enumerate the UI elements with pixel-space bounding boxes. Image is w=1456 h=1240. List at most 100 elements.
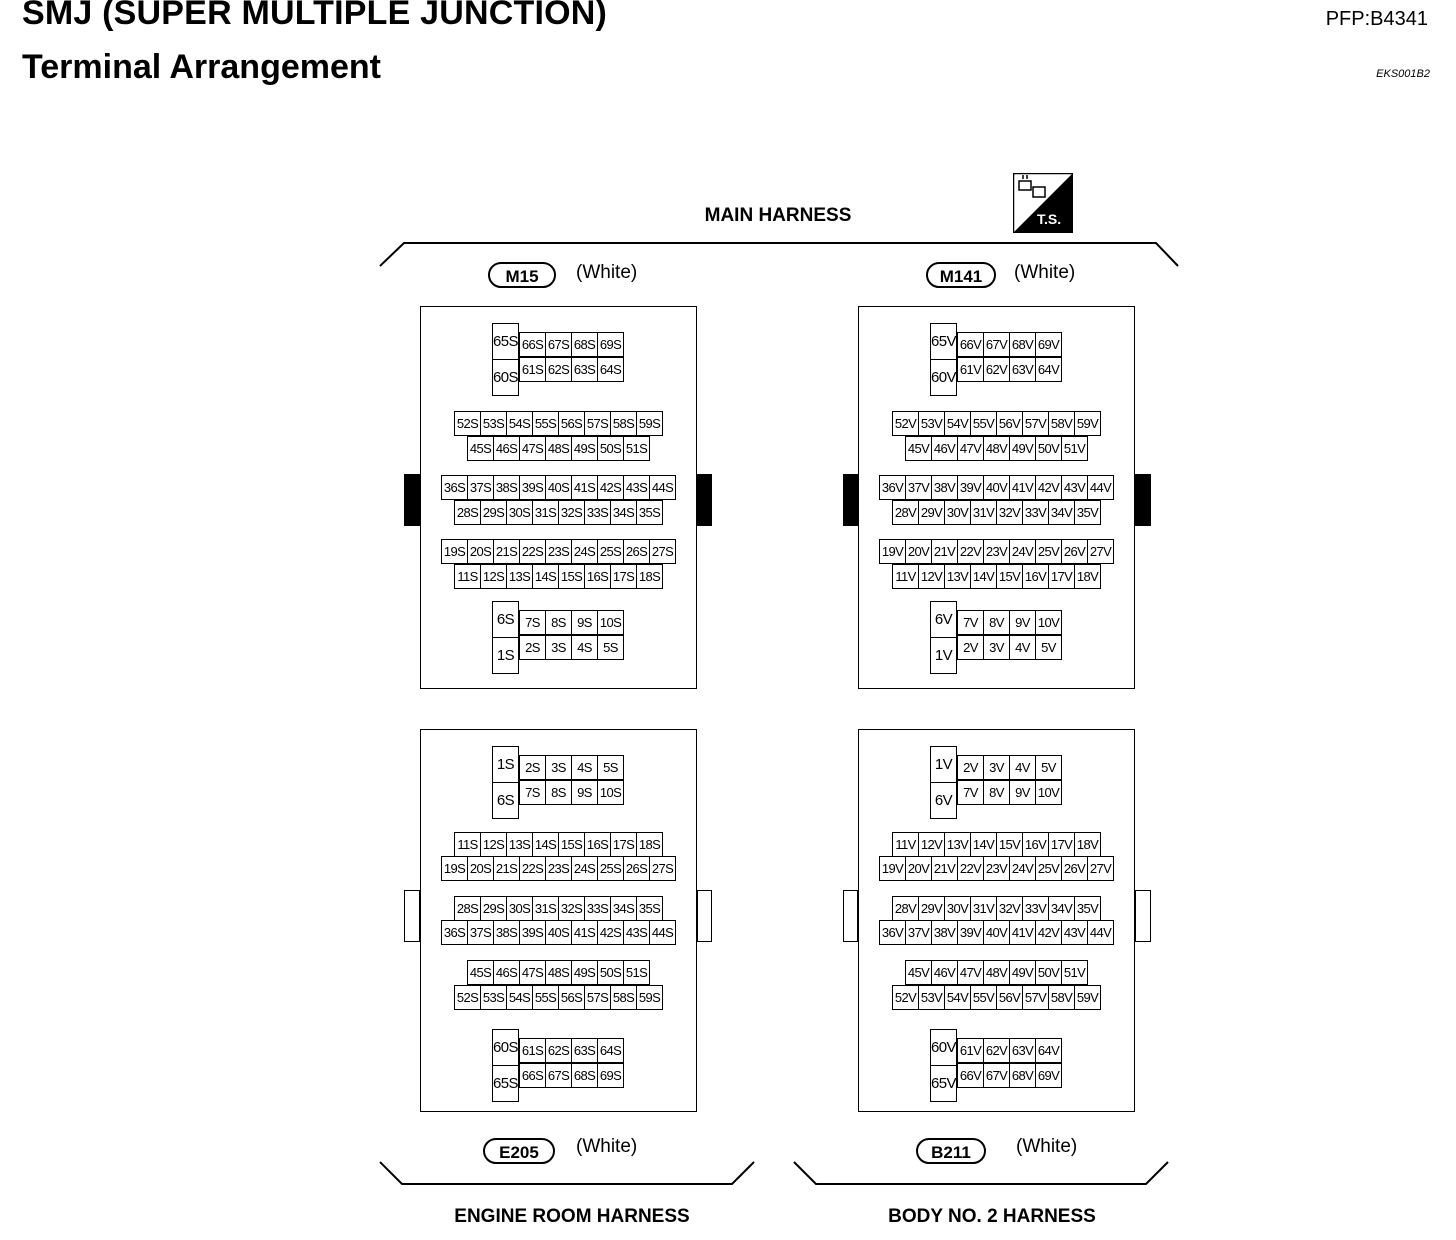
terminal-cell: 30V xyxy=(944,500,971,525)
terminal-cell: 10S xyxy=(597,610,624,635)
terminal-cell: 56S xyxy=(558,985,585,1010)
terminal-cell: 12S xyxy=(480,564,507,589)
terminal-cell: 22S xyxy=(519,539,546,564)
terminal-cell: 66S xyxy=(519,332,546,357)
terminal-cell: 25S xyxy=(597,856,624,881)
terminal-cell: 46V xyxy=(931,960,958,985)
terminal-cell: 57S xyxy=(584,411,611,436)
terminal-cell: 38S xyxy=(493,475,520,500)
terminal-cell: 30S xyxy=(506,896,533,921)
terminal-cell: 57V xyxy=(1022,985,1049,1010)
terminal-cell: 51S xyxy=(623,960,650,985)
terminal-cell: 63V xyxy=(1009,1038,1036,1063)
terminal-cell: 11V xyxy=(892,564,919,589)
terminal-cell: 46S xyxy=(493,436,520,461)
terminal-cell: 33S xyxy=(584,500,611,525)
terminal-cell: 58V xyxy=(1048,985,1075,1010)
terminal-cell: 2S xyxy=(519,755,546,780)
terminal-cell: 65V xyxy=(930,323,957,360)
terminal-cell: 24S xyxy=(571,856,598,881)
terminal-cell: 18S xyxy=(636,832,663,857)
terminal-cell: 49S xyxy=(571,960,598,985)
terminal-cell: 48S xyxy=(545,960,572,985)
terminal-cell: 38S xyxy=(493,920,520,945)
terminal-cell: 42V xyxy=(1035,475,1062,500)
terminal-cell: 50V xyxy=(1035,960,1062,985)
terminal-cell: 36V xyxy=(879,475,906,500)
terminal-cell: 40V xyxy=(983,920,1010,945)
terminal-cell: 25V xyxy=(1035,539,1062,564)
terminal-cell: 37S xyxy=(467,475,494,500)
terminal-cell: 41S xyxy=(571,475,598,500)
terminal-cell: 54S xyxy=(506,411,533,436)
terminal-cell: 3S xyxy=(545,755,572,780)
terminal-cell: 52V xyxy=(892,411,919,436)
terminal-cell: 67S xyxy=(545,1063,572,1088)
terminal-cell: 20V xyxy=(905,856,932,881)
terminal-cell: 68S xyxy=(571,1063,598,1088)
terminal-cell: 57V xyxy=(1022,411,1049,436)
terminal-cell: 37S xyxy=(467,920,494,945)
terminal-cell: 29V xyxy=(918,896,945,921)
terminal-cell: 47S xyxy=(519,436,546,461)
terminal-cell: 12V xyxy=(918,564,945,589)
document-code: EKS001B2 xyxy=(1376,68,1430,80)
terminal-cell: 61V xyxy=(957,1038,984,1063)
terminal-cell: 26V xyxy=(1061,856,1088,881)
terminal-cell: 13V xyxy=(944,564,971,589)
terminal-cell: 37V xyxy=(905,920,932,945)
terminal-cell: 31S xyxy=(532,896,559,921)
terminal-cell: 20S xyxy=(467,856,494,881)
terminal-cell: 62V xyxy=(983,357,1010,382)
connector-color-m141: (White) xyxy=(1014,262,1076,283)
connector-e205-latch-left xyxy=(404,890,420,942)
terminal-cell: 19V xyxy=(879,539,906,564)
terminal-cell: 15V xyxy=(996,832,1023,857)
terminal-cell: 69V xyxy=(1035,332,1062,357)
terminal-cell: 47S xyxy=(519,960,546,985)
terminal-cell: 34V xyxy=(1048,896,1075,921)
terminal-cell: 48V xyxy=(983,960,1010,985)
terminal-cell: 21S xyxy=(493,856,520,881)
terminal-cell: 23V xyxy=(983,856,1010,881)
connector-m141-latch-left xyxy=(843,474,858,526)
terminal-cell: 31S xyxy=(532,500,559,525)
terminal-cell: 28S xyxy=(454,896,481,921)
terminal-cell: 56V xyxy=(996,985,1023,1010)
terminal-cell: 62V xyxy=(983,1038,1010,1063)
terminal-cell: 45S xyxy=(467,960,494,985)
terminal-cell: 10V xyxy=(1035,780,1062,805)
terminal-cell: 58S xyxy=(610,411,637,436)
terminal-cell: 26S xyxy=(623,856,650,881)
terminal-cell: 27S xyxy=(649,539,676,564)
terminal-cell: 65S xyxy=(492,323,519,360)
terminal-cell: 10V xyxy=(1035,610,1062,635)
terminal-cell: 51V xyxy=(1061,436,1088,461)
terminal-cell: 21S xyxy=(493,539,520,564)
terminal-cell: 67S xyxy=(545,332,572,357)
terminal-cell: 30S xyxy=(506,500,533,525)
terminal-cell: 5V xyxy=(1035,755,1062,780)
terminal-cell: 36S xyxy=(441,475,468,500)
terminal-cell: 64S xyxy=(597,357,624,382)
terminal-cell: 53S xyxy=(480,411,507,436)
terminal-cell: 17S xyxy=(610,564,637,589)
page-title: SMJ (SUPER MULTIPLE JUNCTION) xyxy=(22,0,608,32)
terminal-cell: 52S xyxy=(454,985,481,1010)
terminal-cell: 1S xyxy=(492,637,519,674)
terminal-cell: 5S xyxy=(597,635,624,660)
terminal-cell: 9S xyxy=(571,780,598,805)
terminal-cell: 45S xyxy=(467,436,494,461)
engine-room-harness-label: ENGINE ROOM HARNESS xyxy=(454,1206,690,1227)
terminal-cell: 57S xyxy=(584,985,611,1010)
terminal-cell: 4V xyxy=(1009,755,1036,780)
terminal-cell: 52S xyxy=(454,411,481,436)
terminal-cell: 61S xyxy=(519,1038,546,1063)
terminal-cell: 4S xyxy=(571,635,598,660)
terminal-cell: 64S xyxy=(597,1038,624,1063)
terminal-cell: 9V xyxy=(1009,610,1036,635)
terminal-cell: 51V xyxy=(1061,960,1088,985)
terminal-cell: 67V xyxy=(983,1063,1010,1088)
terminal-cell: 14S xyxy=(532,564,559,589)
